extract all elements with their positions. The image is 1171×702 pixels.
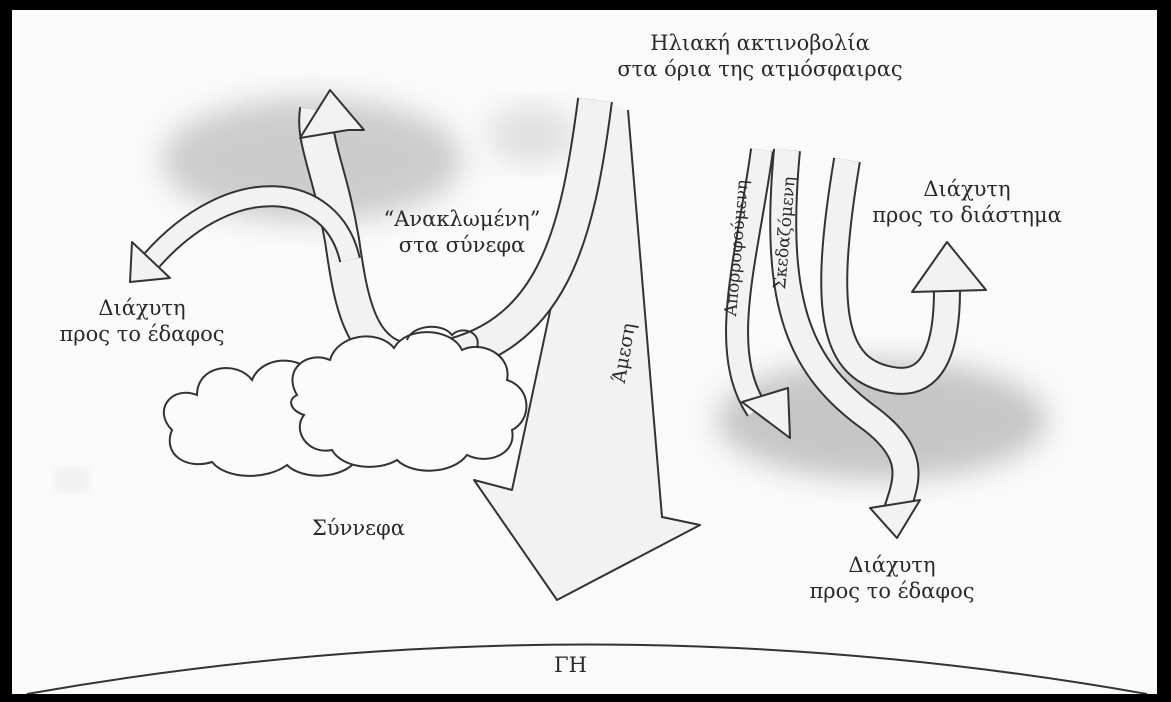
diffuse-space-line2: προς το διάστημα: [847, 202, 1087, 228]
diffuse-ground-left-label: Διάχυτη προς το έδαφος: [52, 295, 232, 347]
cloud-front: [291, 332, 526, 471]
cloud-group: [164, 327, 527, 476]
shade-small-left: [58, 470, 86, 490]
earth-surface: [27, 645, 1147, 695]
diagram-panel: Ηλιακή ακτινοβολία στα όρια της ατμόσφαι…: [12, 10, 1157, 694]
diffuse-ground-left-line1: Διάχυτη: [52, 295, 232, 321]
diffuse-ground-right-line2: προς το έδαφος: [792, 578, 992, 604]
scattered-arrowhead-ground: [870, 500, 920, 538]
reflected-left-branch-fill: [152, 196, 350, 260]
reflected-line2: στα σύνεφα: [362, 232, 562, 258]
diffuse-space-label: Διάχυτη προς το διάστημα: [847, 176, 1087, 228]
solar-radiation-label: Ηλιακή ακτινοβολία στα όρια της ατμόσφαι…: [610, 30, 910, 82]
clouds-label: Σύννεφα: [312, 515, 405, 541]
solar-radiation-line1: Ηλιακή ακτινοβολία: [610, 30, 910, 56]
reflected-line1: “Ανακλωμένη”: [362, 206, 562, 232]
shade-upper-right: [487, 105, 577, 165]
diffuse-ground-right-line1: Διάχυτη: [792, 552, 992, 578]
diffuse-ground-right-label: Διάχυτη προς το έδαφος: [792, 552, 992, 604]
solar-radiation-line2: στα όρια της ατμόσφαιρας: [610, 56, 910, 82]
diffuse-space-line1: Διάχυτη: [847, 176, 1087, 202]
space-arrowhead: [912, 242, 986, 292]
diffuse-ground-left-line2: προς το έδαφος: [52, 321, 232, 347]
reflected-label: “Ανακλωμένη” στα σύνεφα: [362, 206, 562, 258]
earth-label: ΓΗ: [554, 652, 587, 678]
